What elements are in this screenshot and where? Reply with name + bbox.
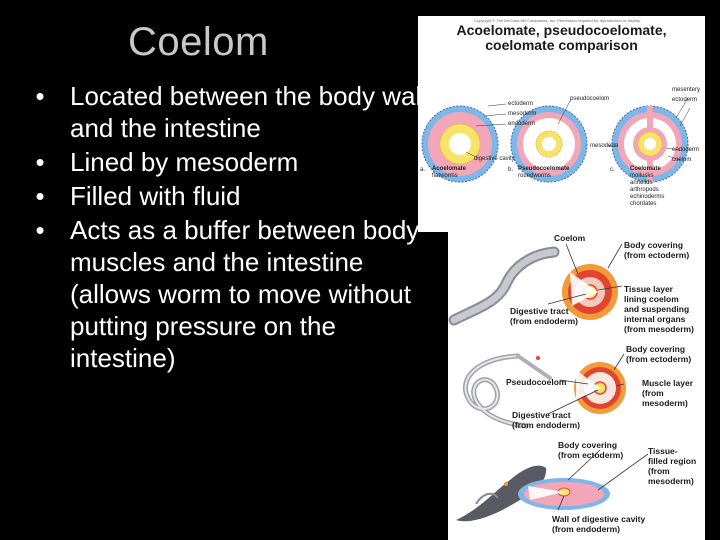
bullet-glyph: • (35, 81, 45, 111)
coelomate-cross-section (562, 264, 618, 320)
figure-title-line: coelomate comparison (485, 37, 638, 53)
label-muscle-layer: Muscle layer (from mesoderm) (642, 378, 694, 408)
bullet-glyph: • (35, 215, 45, 245)
pseudocoelomate-section (510, 105, 588, 183)
panel-example: annelids (630, 180, 653, 186)
label-mesentery: mesentery (672, 87, 701, 93)
panel-name: Coelomate (630, 166, 661, 172)
flatworm-illustration (456, 465, 547, 522)
earthworm-illustration (448, 246, 560, 326)
digestive-marker (536, 356, 540, 360)
panel-name: Pseudocoelomate (518, 166, 570, 172)
roundworm-illustration (463, 353, 552, 429)
label-ectoderm: ectoderm (508, 101, 534, 107)
label-digestive-cavity: digestive cavity (474, 156, 515, 162)
label-mesoderm: mesoderm (508, 111, 537, 117)
figure-title-line: Acoelomate, pseudocoelomate, (456, 22, 667, 38)
figure-copyright: Copyright © The McGraw-Hill Companies, I… (474, 18, 641, 23)
acoelomate-cross-section (518, 478, 610, 510)
label-wall-of-digestive-cavity: Wall of digestive cavity (from endoderm) (552, 514, 646, 534)
bullet-item: • Located between the body wall and the i… (30, 80, 440, 144)
slide-title: Coelom (128, 20, 269, 64)
cross-section-diagrams (421, 97, 691, 183)
figure-title: Acoelomate, pseudocoelomate, coelomate c… (418, 23, 705, 53)
panel-example: echinoderms (630, 194, 665, 200)
panel-example: flatworms (432, 173, 458, 179)
label-tissue-layer: Tissue layer lining coelom and suspendin… (624, 284, 694, 334)
label-body-covering: Body covering (from ectoderm) (626, 344, 692, 364)
label-tissue-filled-region: Tissue- filled region (from mesoderm) (648, 446, 697, 486)
digestive-marker (504, 482, 508, 486)
label-coelom: Coelom (554, 233, 586, 243)
label-pseudocoelom: Pseudocoelom (506, 377, 567, 387)
panel-example: arthropods (630, 187, 659, 193)
label-pseudocoelom: pseudocoelom (570, 96, 610, 102)
label-digestive-tract: Digestive tract (from endoderm) (512, 410, 580, 430)
worm-illustrations (448, 243, 649, 522)
label-mesoderm-coelomate: mesoderm (590, 143, 619, 149)
pseudocoelomate-cross-section (574, 362, 626, 414)
bullet-glyph: • (35, 147, 45, 177)
bullet-item: • Acts as a buffer between body muscles a… (30, 214, 440, 374)
panel-example: roundworms (518, 173, 552, 179)
panel-letter: b. (508, 167, 514, 173)
bullet-text: Acts as a buffer between body muscles an… (70, 215, 420, 373)
label-endoderm-coelomate: endoderm (672, 147, 700, 153)
label-digestive-tract: Digestive tract (from endoderm) (510, 306, 578, 326)
label-body-covering: Body covering (from ectoderm) (624, 240, 690, 260)
coelomate-section (611, 105, 689, 183)
body-plan-figure: Coelom Body covering (from ectoderm) Tis… (448, 228, 705, 540)
bullet-text: Filled with fluid (70, 181, 241, 211)
bullet-list: • Located between the body wall and the i… (30, 80, 440, 376)
label-endoderm: endoderm (508, 121, 536, 127)
comparison-figure: Copyright © The McGraw-Hill Companies, I… (418, 16, 705, 232)
label-coelom: coelom (672, 157, 692, 163)
panel-example: chordates (630, 201, 657, 207)
bullet-glyph: • (35, 181, 45, 211)
bullet-item: • Lined by mesoderm (30, 146, 440, 178)
label-body-covering: Body covering (from ectoderm) (558, 440, 624, 460)
bullet-item: • Filled with fluid (30, 180, 440, 212)
panel-letter: a. (420, 167, 426, 173)
panel-letter: c. (610, 167, 615, 173)
label-ectoderm-coelomate: ectoderm (672, 97, 698, 103)
panel-example: mollusks (630, 173, 654, 179)
bullet-text: Lined by mesoderm (70, 147, 299, 177)
panel-name: Acoelomate (432, 166, 467, 172)
bullet-text: Located between the body wall and the in… (70, 81, 428, 143)
